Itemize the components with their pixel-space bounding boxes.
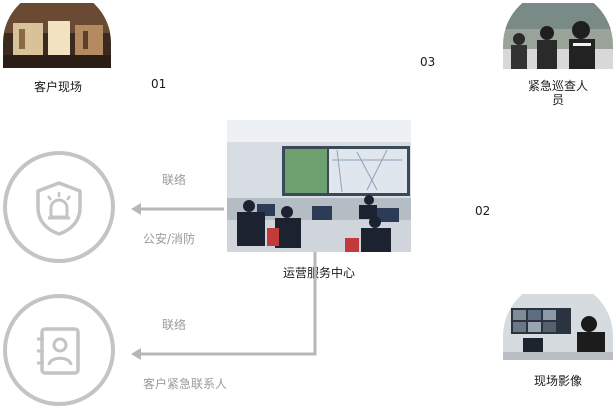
customer-site-label: 客户现场 (33, 80, 82, 94)
site-video-photo (503, 294, 613, 360)
site-video-label: 现场影像 (533, 374, 582, 388)
customer-site-photo (3, 3, 111, 68)
step-03-label: 03 (420, 55, 436, 69)
link-to-police-label: 联络 (162, 173, 187, 187)
link-to-contact-label: 联络 (162, 318, 187, 332)
customer-emergency-contact-label: 客户紧急联系人 (143, 377, 228, 391)
emergency-patrol-label: 紧急巡查人员 (527, 79, 588, 107)
step-01-label: 01 (151, 77, 167, 91)
arrow-to-contact-head (131, 348, 141, 360)
contact-icon-circle (2, 292, 118, 408)
contact-book-icon (3, 294, 115, 406)
police-siren-shield-icon (3, 151, 115, 263)
operations-center-photo (227, 120, 411, 252)
police-fire-label: 公安/消防 (143, 232, 196, 246)
step-02-label: 02 (475, 204, 491, 218)
operations-center-label: 运营服务中心 (282, 266, 355, 280)
police-fire-icon-circle (2, 150, 118, 266)
emergency-patrol-photo (503, 3, 613, 69)
arrow-to-police-head (131, 203, 141, 215)
